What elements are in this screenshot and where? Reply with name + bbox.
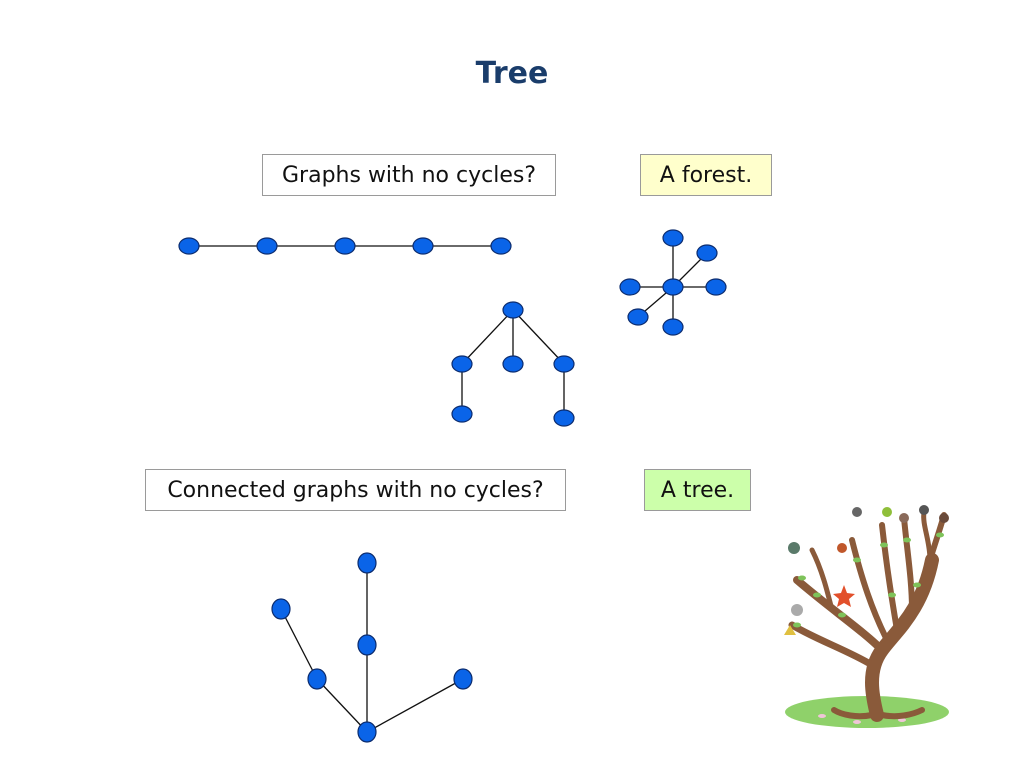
tree-node bbox=[307, 668, 327, 690]
tree-node bbox=[451, 355, 473, 373]
tree-node bbox=[502, 301, 524, 319]
tree-edge bbox=[461, 309, 514, 365]
grass-patch bbox=[785, 696, 949, 728]
tree-root-node bbox=[357, 721, 377, 743]
tree-edge bbox=[366, 678, 464, 733]
forest-answer-box: A forest. bbox=[640, 154, 772, 196]
forest-answer-text: A forest. bbox=[659, 162, 753, 188]
tree-node bbox=[453, 668, 473, 690]
tree-answer-text: A tree. bbox=[660, 477, 735, 503]
star-node bbox=[662, 229, 684, 247]
tree-of-life-illustration bbox=[784, 505, 949, 728]
star-graph bbox=[619, 229, 727, 336]
tree-node bbox=[451, 405, 473, 423]
star-node bbox=[696, 244, 718, 262]
connected-tree-graph bbox=[271, 552, 473, 743]
tree-edge bbox=[512, 309, 565, 365]
forest-question-text: Graphs with no cycles? bbox=[282, 162, 536, 188]
star-node bbox=[619, 278, 641, 296]
tree-node bbox=[271, 598, 291, 620]
tree-answer-box: A tree. bbox=[644, 469, 751, 511]
star-center-node bbox=[662, 278, 684, 296]
tree-node bbox=[357, 634, 377, 656]
tree-edge bbox=[316, 678, 368, 733]
rooted-tree-graph bbox=[451, 301, 575, 427]
path-graph bbox=[178, 237, 512, 255]
path-node bbox=[412, 237, 434, 255]
animal-figures bbox=[784, 505, 949, 635]
tree-node bbox=[553, 355, 575, 373]
tree-node bbox=[502, 355, 524, 373]
tree-node bbox=[553, 409, 575, 427]
star-node bbox=[705, 278, 727, 296]
tree-question-text: Connected graphs with no cycles? bbox=[167, 477, 544, 503]
path-node bbox=[178, 237, 200, 255]
tree-edge bbox=[280, 608, 318, 680]
star-node bbox=[662, 318, 684, 336]
path-node bbox=[256, 237, 278, 255]
path-node bbox=[334, 237, 356, 255]
tree-question-box: Connected graphs with no cycles? bbox=[145, 469, 566, 511]
tree-node bbox=[357, 552, 377, 574]
forest-question-box: Graphs with no cycles? bbox=[262, 154, 556, 196]
path-node bbox=[490, 237, 512, 255]
slide-title: Tree bbox=[475, 56, 549, 91]
star-node bbox=[627, 308, 649, 326]
